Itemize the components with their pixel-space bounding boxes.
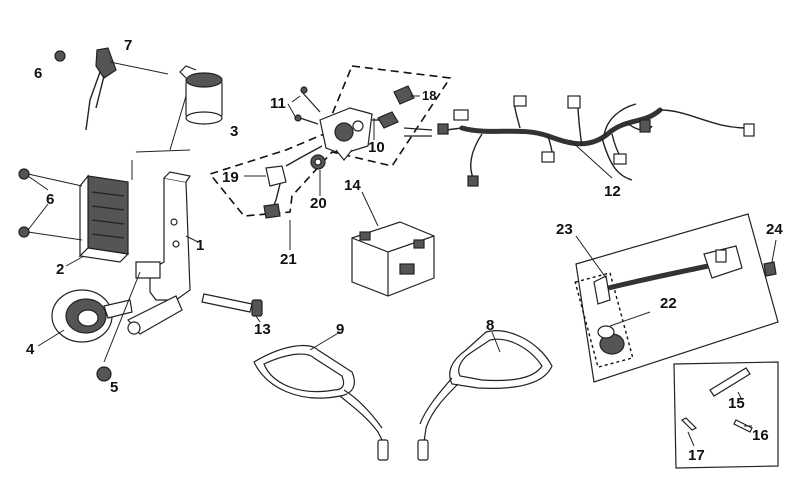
callout-6-left: 6	[46, 191, 54, 208]
part-3-relay	[169, 65, 223, 151]
part-7-sensor	[85, 47, 169, 131]
part-8-right-mirror	[417, 330, 553, 461]
part-9-left-mirror	[253, 331, 389, 461]
callout-14: 14	[344, 177, 361, 194]
callout-19: 19	[222, 169, 239, 186]
callout-7: 7	[124, 37, 132, 54]
part-6-nut-top	[54, 50, 66, 62]
part-6-bolts-left	[18, 168, 83, 241]
callout-13: 13	[254, 321, 271, 338]
part-2-regulator	[65, 174, 130, 267]
fastener-box	[673, 361, 779, 469]
callout-1: 1	[196, 237, 204, 254]
part-13-bolt	[201, 293, 263, 323]
callout-6-top: 6	[34, 65, 42, 82]
callout-16: 16	[752, 427, 769, 444]
callout-18: 18	[422, 88, 436, 103]
ignition-coil-panel	[574, 213, 779, 383]
callout-20: 20	[310, 195, 327, 212]
part-1-bracket	[127, 149, 199, 335]
callout-11: 11	[270, 95, 286, 112]
callout-3: 3	[230, 123, 238, 140]
callout-5: 5	[110, 379, 118, 396]
part-4-horn	[37, 271, 141, 363]
callout-2: 2	[56, 261, 64, 278]
callout-23: 23	[556, 221, 573, 238]
callout-4: 4	[26, 341, 35, 358]
callout-24: 24	[766, 221, 783, 238]
callout-10: 10	[368, 139, 385, 156]
callout-12: 12	[604, 183, 621, 200]
callout-22: 22	[660, 295, 677, 312]
part-12-wiring-harness	[403, 95, 755, 187]
callout-9: 9	[336, 321, 344, 338]
part-5-nut	[96, 366, 112, 382]
callout-21: 21	[280, 251, 297, 268]
callout-8: 8	[486, 317, 494, 334]
part-24-clip	[763, 239, 777, 277]
callout-15: 15	[728, 395, 745, 412]
part-14-battery	[351, 191, 435, 297]
ignition-switch-group	[208, 65, 452, 250]
callout-17: 17	[688, 447, 705, 464]
